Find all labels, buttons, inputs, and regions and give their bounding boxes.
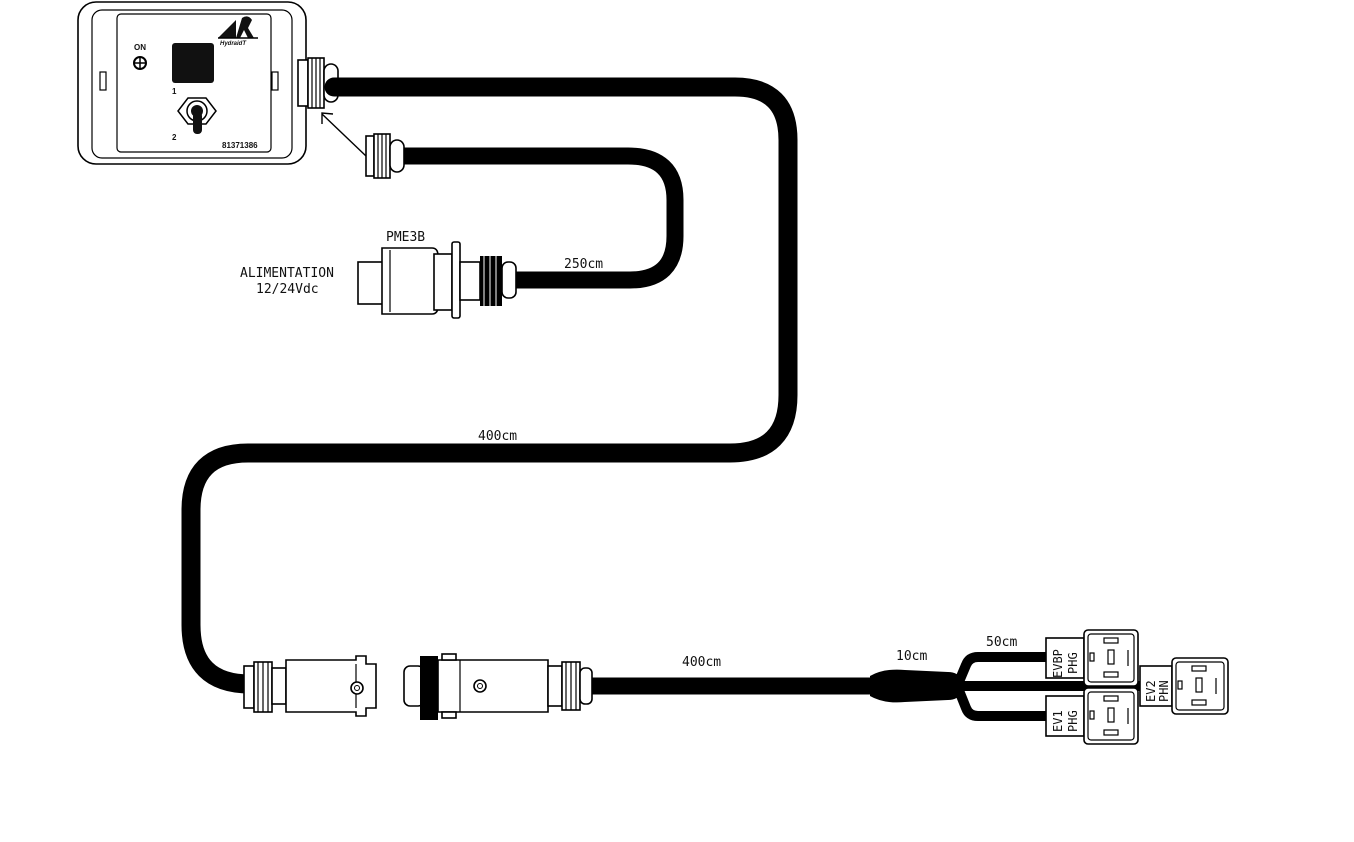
evbp-subtype-label: PHG: [1066, 652, 1080, 674]
plug-in-arrow: [321, 112, 367, 157]
main-cable: [181, 77, 798, 694]
ev1-subtype-label: PHG: [1066, 710, 1080, 732]
ev2-label: EV2: [1144, 680, 1158, 702]
valve-connector-ev2: EV2 PHN: [1139, 657, 1229, 715]
branch-cable-length: 50cm: [986, 635, 1017, 650]
position-1-label: 1: [172, 87, 177, 96]
branch-cable-evbp: [953, 652, 1053, 689]
evbp-label: EVBP: [1051, 649, 1065, 678]
control-box: ON 1 2 81371386 HydraidT: [77, 1, 307, 165]
main-cable-length: 400cm: [478, 429, 517, 444]
box-cable-gland: [297, 57, 339, 109]
ev2-subtype-label: PHN: [1157, 680, 1171, 702]
main-cable-coupling-male: [243, 655, 377, 717]
pme3b-label: PME3B: [386, 230, 425, 245]
split-section-length: 10cm: [896, 649, 927, 664]
ev1-label: EV1: [1051, 710, 1065, 732]
valve-connector-evbp: EVBP PHG: [1045, 629, 1139, 687]
alimentation-label: ALIMENTATION: [240, 266, 334, 281]
box-plug-connector: [365, 133, 405, 179]
branch-cable-ev1: [953, 683, 1053, 721]
brand-logo: HydraidT: [218, 16, 258, 47]
voltage-label: 12/24Vdc: [256, 282, 319, 297]
part-number: 81371386: [222, 141, 258, 150]
power-cable: [389, 147, 684, 289]
extension-cable-length: 400cm: [682, 655, 721, 670]
split-body: [870, 669, 962, 703]
display-window: [172, 43, 214, 83]
toggle-switch[interactable]: [177, 97, 217, 134]
valve-connector-ev1: EV1 PHG: [1045, 687, 1139, 745]
position-2-label: 2: [172, 133, 177, 142]
brand-logo-text: HydraidT: [220, 41, 247, 47]
power-cable-length: 250cm: [564, 257, 603, 272]
pme3b-connector: [357, 241, 517, 319]
extension-cable-coupling-female: [403, 653, 593, 720]
on-label: ON: [134, 43, 146, 52]
